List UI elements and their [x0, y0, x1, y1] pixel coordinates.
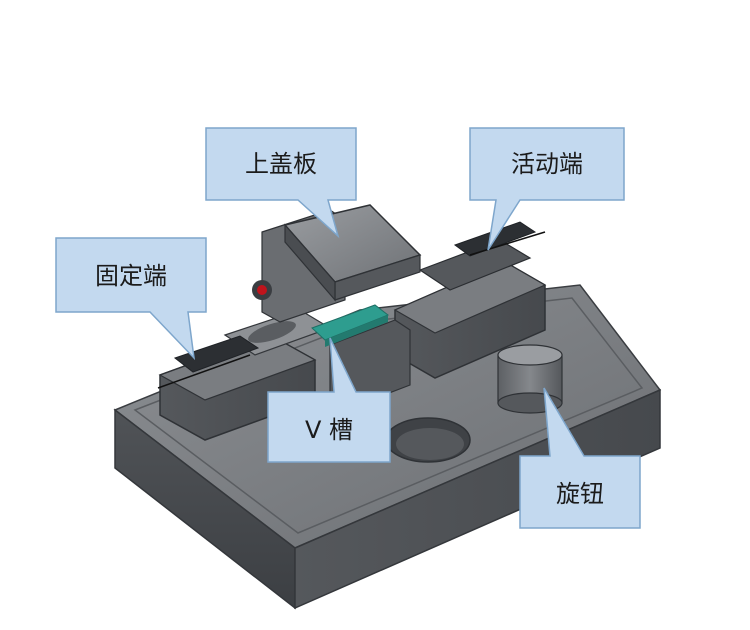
callout-v-groove-label: V 槽 [305, 416, 353, 444]
callout-v-groove: V 槽 [267, 337, 391, 463]
knob-recess [385, 417, 471, 463]
callout-movable-end-label: 活动端 [511, 150, 583, 178]
callout-fixed-end: 固定端 [55, 237, 207, 361]
fiber-right [469, 231, 546, 256]
callout-knob-label: 旋钮 [556, 480, 604, 508]
callout-movable-end: 活动端 [469, 127, 625, 251]
callout-fixed-end-label: 固定端 [95, 262, 167, 290]
movable-end-block [393, 221, 547, 379]
top-cover [252, 204, 422, 323]
callout-knob: 旋钮 [519, 387, 641, 529]
fiber-left [157, 354, 251, 389]
callout-top-cover: 上盖板 [205, 127, 357, 239]
callout-top-cover-label: 上盖板 [245, 150, 317, 178]
